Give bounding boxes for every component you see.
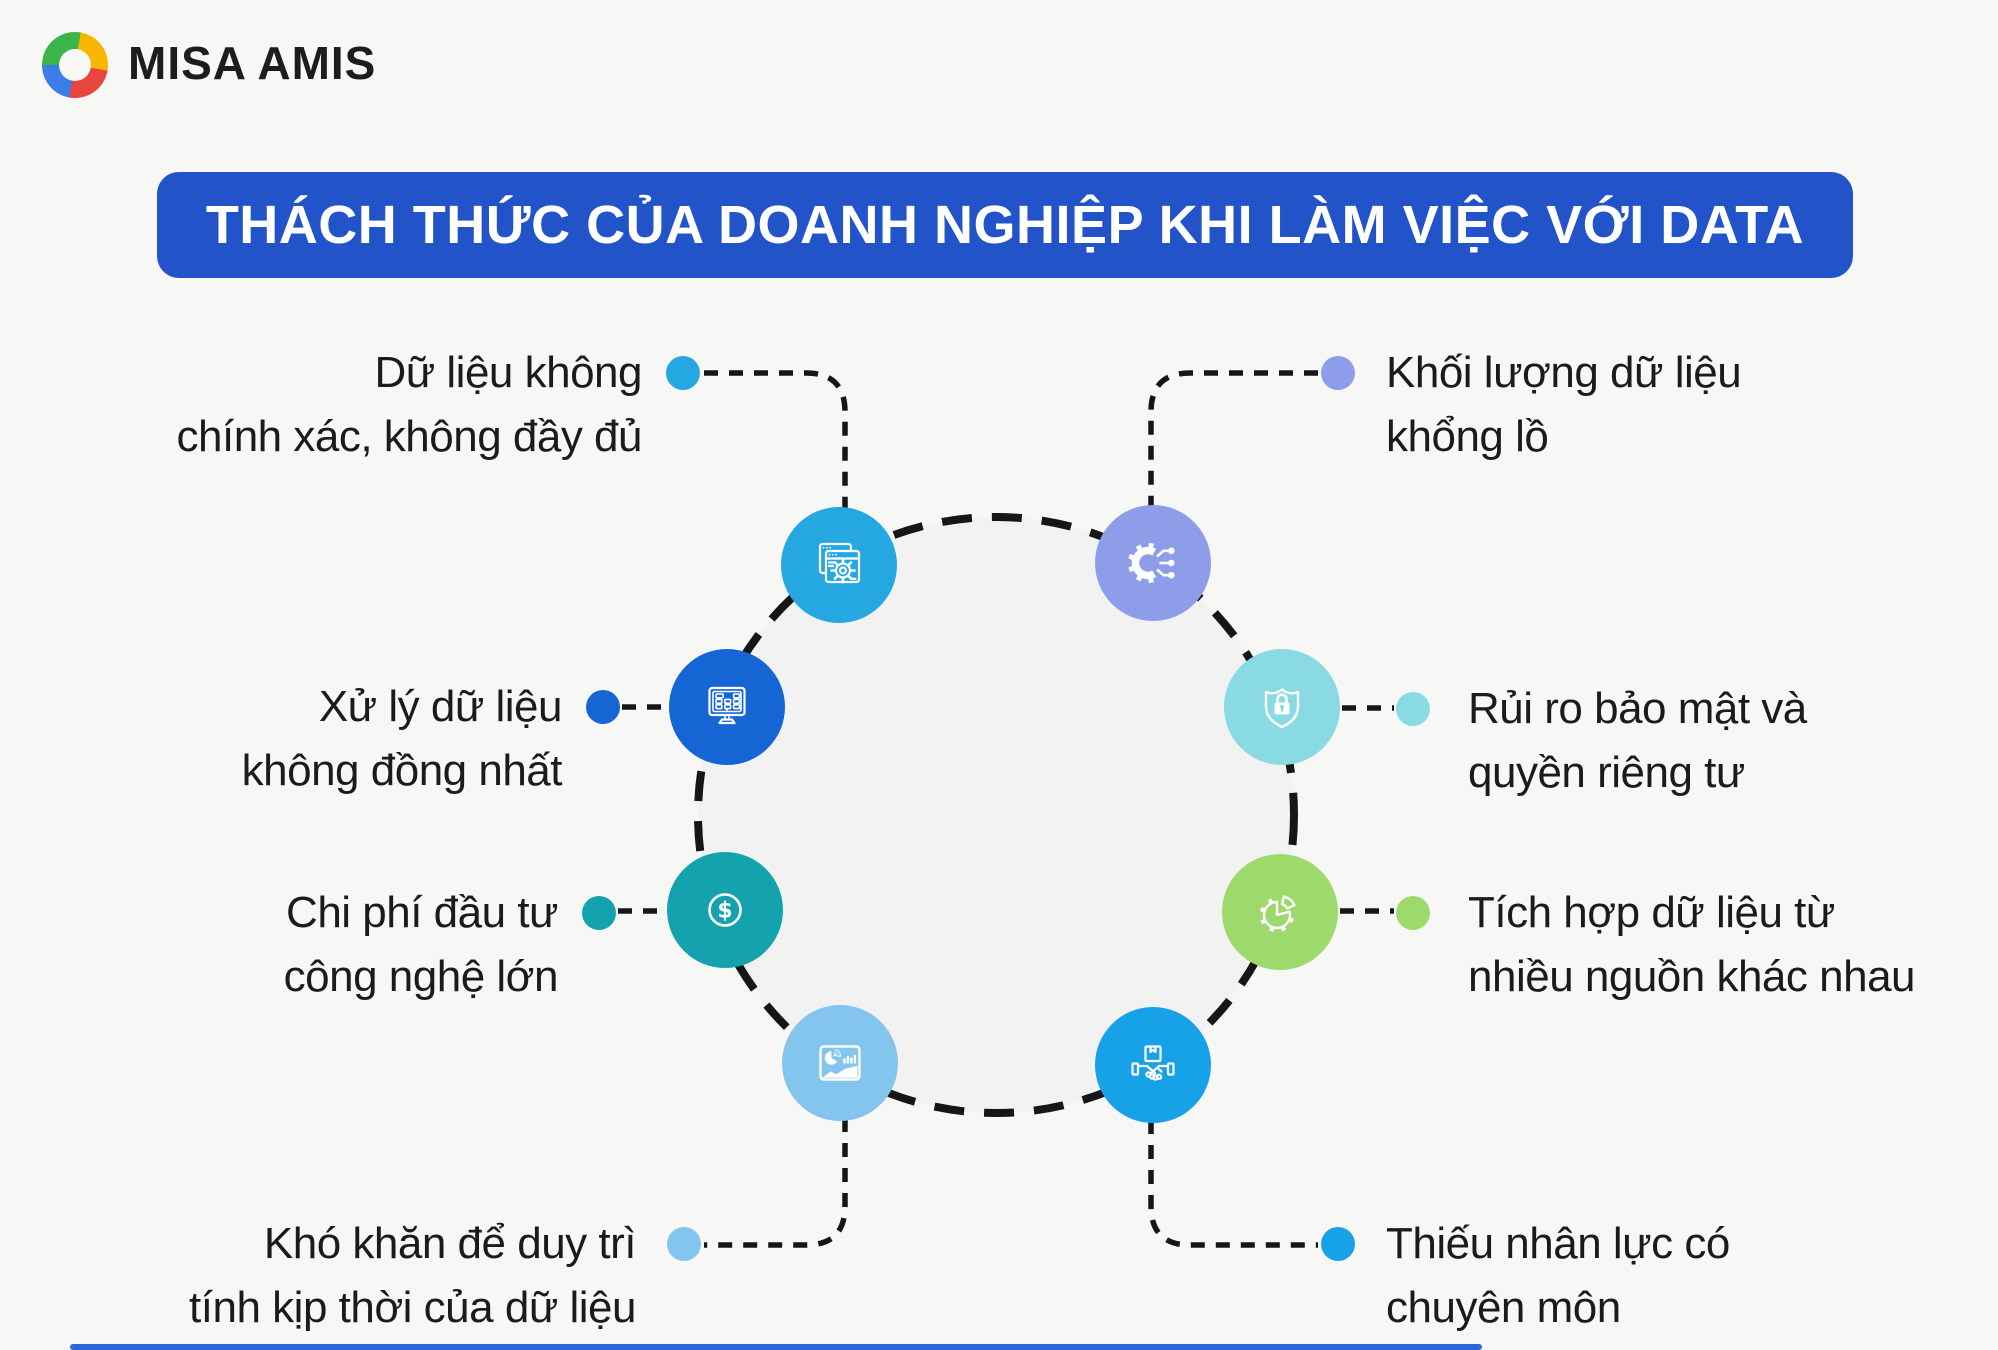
label-data-inaccurate: Dữ liệu không chính xác, không đầy đủ bbox=[176, 348, 643, 461]
label-data-timeliness: Khó khăn để duy trì tính kịp thời của dữ… bbox=[189, 1219, 636, 1332]
dashed-ring bbox=[694, 513, 1298, 1117]
circuit-gear-icon bbox=[1128, 542, 1175, 584]
title-banner: THÁCH THỨC CỦA DOANH NGHIỆP KHI LÀM VIỆC… bbox=[157, 172, 1853, 278]
footer-accent-bar bbox=[70, 1344, 1482, 1350]
connector-dot-lack-of-experts bbox=[1321, 1227, 1355, 1261]
connector-dot-data-integration bbox=[1396, 896, 1430, 930]
pie-gear-icon bbox=[1260, 895, 1296, 932]
svg-text:$: $ bbox=[717, 899, 732, 924]
node-processing-inconsistent bbox=[669, 649, 785, 765]
label-data-volume: Khối lượng dữ liệu khổng lồ bbox=[1386, 348, 1742, 461]
connector-bottom-left bbox=[704, 1118, 848, 1248]
connector-top-left bbox=[704, 370, 848, 512]
label-security-privacy: Rủi ro bảo mật và quyền riêng tư bbox=[1468, 684, 1807, 797]
node-data-volume bbox=[1095, 505, 1211, 621]
connector-dot-data-volume bbox=[1321, 356, 1355, 390]
connector-bottom-right bbox=[1148, 1120, 1318, 1248]
node-security-privacy bbox=[1224, 649, 1340, 765]
connector-dot-processing-inconsistent bbox=[586, 690, 620, 724]
node-lack-of-experts bbox=[1095, 1007, 1211, 1123]
handshake-box-icon bbox=[1131, 1045, 1175, 1081]
connector-dot-data-timeliness bbox=[667, 1227, 701, 1261]
connector-dot-security-privacy bbox=[1396, 692, 1430, 726]
dashboard-chart-icon bbox=[819, 1045, 861, 1081]
label-data-integration: Tích hợp dữ liệu từ nhiều nguồn khác nha… bbox=[1468, 888, 1916, 1001]
misa-logo-icon bbox=[42, 32, 108, 98]
monitor-grid-icon bbox=[708, 686, 746, 725]
dollar-coin-icon: $ bbox=[708, 893, 742, 927]
label-lack-of-experts: Thiếu nhân lực có chuyên môn bbox=[1386, 1219, 1730, 1332]
node-data-timeliness bbox=[782, 1005, 898, 1121]
shield-lock-icon bbox=[1264, 688, 1300, 729]
connector-dot-investment-cost bbox=[582, 896, 616, 930]
connector-dot-data-inaccurate bbox=[666, 356, 700, 390]
node-data-inaccurate bbox=[781, 507, 897, 623]
node-investment-cost: $ bbox=[667, 852, 783, 968]
node-data-integration bbox=[1222, 854, 1338, 970]
brand-name: MISA AMIS bbox=[128, 37, 377, 89]
browser-gear-icon bbox=[818, 542, 861, 584]
label-investment-cost: Chi phí đầu tư công nghệ lớn bbox=[283, 888, 559, 1001]
connector-top-right bbox=[1148, 370, 1318, 510]
label-processing-inconsistent: Xử lý dữ liệu không đồng nhất bbox=[241, 682, 563, 795]
